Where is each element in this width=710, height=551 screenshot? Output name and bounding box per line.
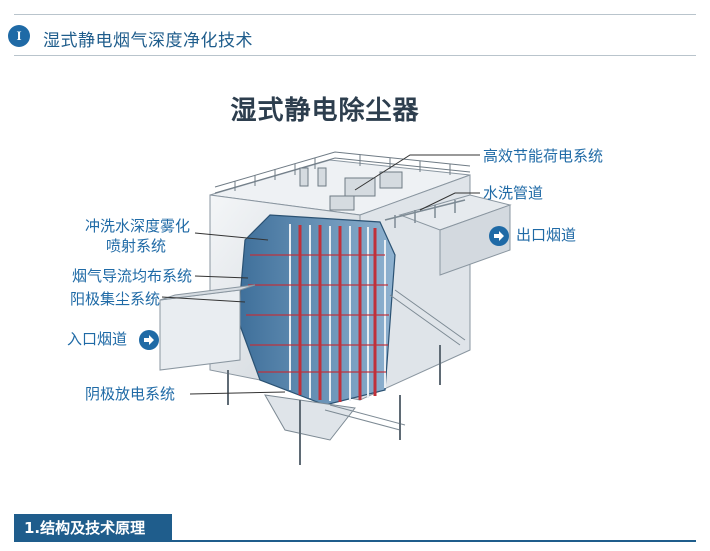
diagram-title: 湿式静电除尘器 [230,96,420,126]
electrode-core [237,214,396,406]
charging-units [299,167,403,211]
hopper-stairs [264,289,466,441]
label-flow-distribution: 烟气导流均布系统 [71,267,192,285]
label-spray-line1: 冲洗水深度雾化 [84,217,190,235]
label-anode-collection: 阳极集尘系统 [69,290,160,308]
leader-lines [161,154,480,395]
arrow-right-circle-icon [489,226,509,246]
label-wash-pipe: 水洗管道 [483,184,544,202]
label-spray-line2: 喷射系统 [105,237,166,255]
inlet-flue-duct [159,284,256,371]
support-legs [227,345,441,465]
section-label: 1.结构及技术原理 [24,519,146,537]
section-rule [14,540,696,542]
label-inlet-flue: 入口烟道 [67,330,128,348]
roof-railing [214,151,471,194]
label-cathode-discharge: 阴极放电系统 [85,385,176,403]
header-rule-bottom [14,55,696,56]
header-title: 湿式静电烟气深度净化技术 [43,31,253,51]
label-charging-system: 高效节能荷电系统 [483,147,604,165]
wash-pipes [384,199,466,228]
arrow-right-circle-icon [139,330,159,350]
section-number-badge: I [8,25,30,47]
label-outlet-flue: 出口烟道 [516,226,577,244]
section-bar [14,514,172,540]
header-rule-top [14,14,696,15]
